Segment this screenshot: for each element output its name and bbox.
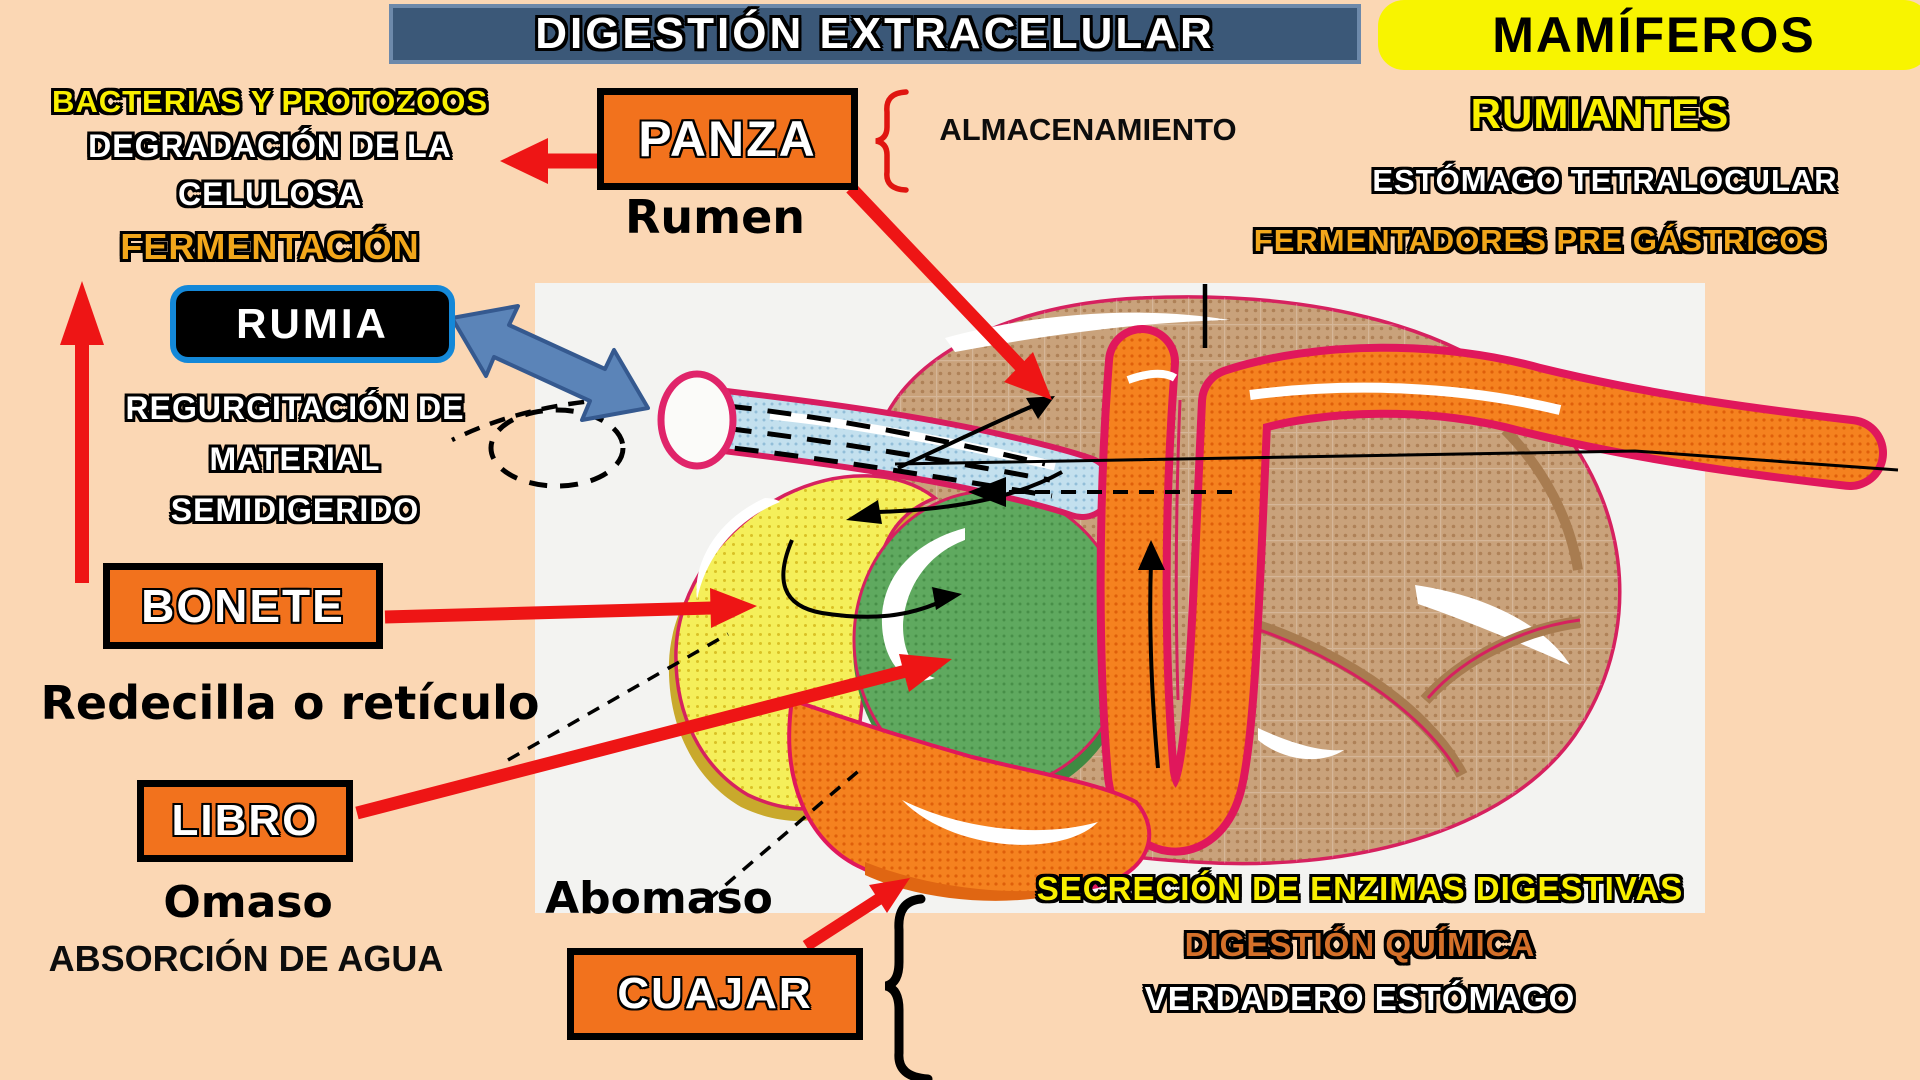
panza-box: PANZA (597, 88, 858, 190)
title-bar: DIGESTIÓN EXTRACELULAR (389, 4, 1361, 64)
rumia-label: RUMIA (236, 300, 389, 347)
note-bacterias: BACTERIAS Y PROTOZOOS (51, 84, 489, 119)
libro-function: ABSORCIÓN DE AGUA (48, 938, 444, 979)
note-fermentacion: FERMENTACIÓN (120, 226, 420, 267)
panza-common-name: Rumen (624, 190, 806, 244)
blue-double-arrow (450, 304, 650, 422)
red-arrow-cuajar (802, 891, 886, 952)
cuajar-function-2: DIGESTIÓN QUÍMICA (1184, 926, 1536, 963)
badge-mamiferos: MAMÍFEROS (1378, 0, 1920, 70)
cuajar-function-1: SECRECIÓN DE ENZIMAS DIGESTIVAS (1036, 870, 1684, 907)
cuajar-box: CUAJAR (567, 948, 863, 1040)
flow-arrows (507, 284, 1899, 902)
panza-label: PANZA (638, 111, 817, 167)
note-regurgitacion-line1: REGURGITACIÓN DE (125, 390, 465, 426)
note-fermentadores: FERMENTADORES PRE GÁSTRICOS (1253, 223, 1827, 258)
note-degradacion-line1: DEGRADACIÓN DE LA (88, 128, 452, 164)
note-degradacion-line2: CELULOSA (178, 176, 362, 212)
red-arrows (60, 138, 1052, 952)
libro-label: LIBRO (171, 796, 319, 845)
rumia-box: RUMIA (170, 285, 455, 363)
note-regurgitacion-line2: MATERIAL (209, 441, 381, 477)
cuajar-label: CUAJAR (617, 969, 813, 1018)
note-rumiantes: RUMIANTES (1470, 90, 1730, 137)
brace-panza (875, 89, 909, 193)
abomasum-shape (787, 697, 1152, 901)
red-arrow-libro (355, 664, 908, 820)
mouth-dashed-outline (488, 407, 626, 489)
brace-cuajar (884, 894, 933, 1080)
page-title: DIGESTIÓN EXTRACELULAR (535, 9, 1215, 58)
reticulum-shape (668, 474, 939, 821)
cuajar-common-name: Abomaso (545, 873, 773, 924)
panza-function: ALMACENAMIENTO (939, 112, 1237, 147)
note-regurgitacion-line3: SEMIDIGERIDO (170, 492, 420, 528)
bonete-label: BONETE (141, 580, 345, 632)
digestive-tube-shape (1096, 325, 1887, 856)
red-arrow-bonete (384, 601, 713, 624)
cuajar-function-3: VERDADERO ESTÓMAGO (1144, 980, 1576, 1017)
libro-common-name: Omaso (163, 877, 333, 928)
cardia-ring (657, 370, 737, 470)
bonete-box: BONETE (103, 563, 383, 649)
red-arrow-panza-rumen (846, 183, 1027, 373)
note-estomago-tetralocular: ESTÓMAGO TETRALOCULAR (1372, 163, 1838, 198)
bonete-common-name: Redecilla o retículo (40, 676, 540, 730)
libro-box: LIBRO (137, 780, 353, 862)
